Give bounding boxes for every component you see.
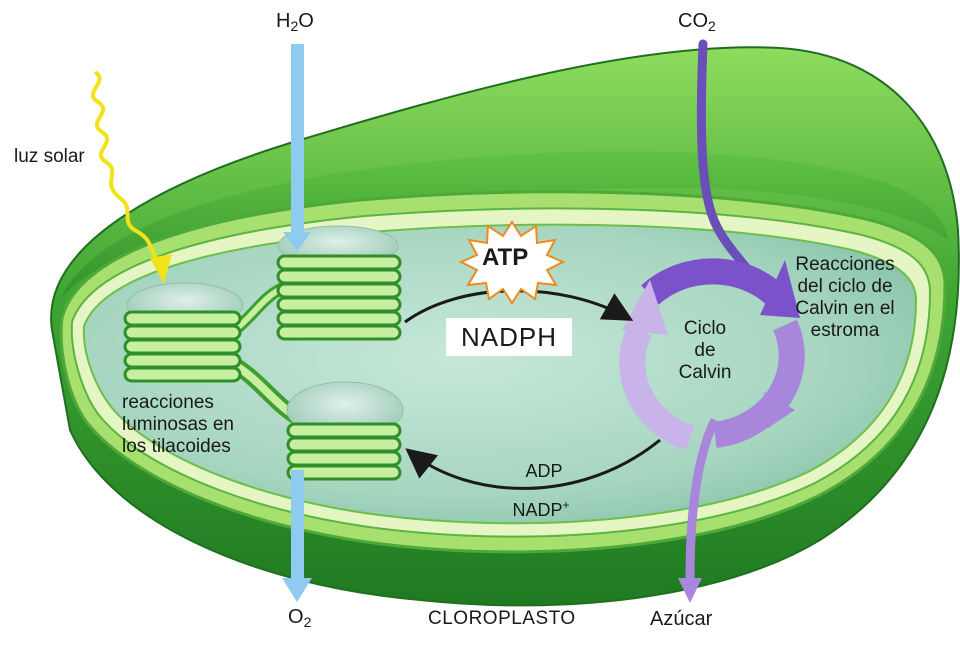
adp-label: ADP [525, 461, 563, 481]
calvin-cycle-line-1: Ciclo [683, 318, 727, 339]
nadp-label-main: NADP [512, 500, 563, 520]
sunlight-label: luz solar [14, 146, 85, 167]
o2-label-sub: 2 [303, 614, 312, 630]
co2-label-main: CO [678, 10, 708, 32]
light-reactions-line-1: reacciones [122, 392, 214, 413]
calvin-cycle-line-2: de [694, 340, 716, 361]
nadph-label-box: NADPH [446, 318, 572, 356]
o2-label: O2 [288, 606, 311, 630]
calvin-reactions-line-4: estroma [810, 320, 880, 341]
light-reactions-line-2: luminosas en [122, 414, 234, 435]
atp-burst-icon [458, 220, 566, 305]
sugar-label: Azúcar [650, 608, 713, 630]
nadp-label: NADP+ [496, 494, 586, 521]
sunlight-arrow [90, 70, 172, 284]
adp-nadp-arrow [405, 438, 661, 490]
calvin-reactions-label: Reacciones del ciclo de Calvin en el est… [770, 254, 920, 342]
sugar-arrow [678, 417, 720, 603]
calvin-cycle-label: Ciclo de Calvin [668, 318, 742, 384]
calvin-reactions-line-3: Calvin en el [795, 298, 895, 319]
granum-left [123, 282, 244, 383]
nadph-label: NADPH [460, 321, 557, 352]
co2-label-sub: 2 [708, 18, 716, 34]
nadp-label-sup: + [562, 498, 570, 512]
calvin-reactions-line-2: del ciclo de [797, 276, 893, 297]
co2-label: CO2 [678, 10, 716, 34]
granum-bottom [286, 381, 404, 481]
chloroplast-label: CLOROPLASTO [428, 608, 576, 629]
water-label-main: H [276, 10, 291, 32]
calvin-cycle-line-3: Calvin [678, 362, 732, 383]
light-reactions-line-3: los tilacoides [122, 436, 231, 457]
light-reactions-label: reacciones luminosas en los tilacoides [122, 392, 234, 458]
calvin-reactions-line-1: Reacciones [795, 254, 895, 275]
water-label-tail: O [298, 10, 314, 32]
water-label-sub: 2 [290, 18, 299, 34]
water-label: H2O [276, 10, 314, 34]
o2-label-main: O [288, 606, 304, 628]
granum-top [276, 225, 402, 341]
atp-label: ATP [482, 244, 529, 271]
water-oxygen-arrow [282, 44, 312, 602]
calvin-cycle-ring [619, 258, 805, 451]
